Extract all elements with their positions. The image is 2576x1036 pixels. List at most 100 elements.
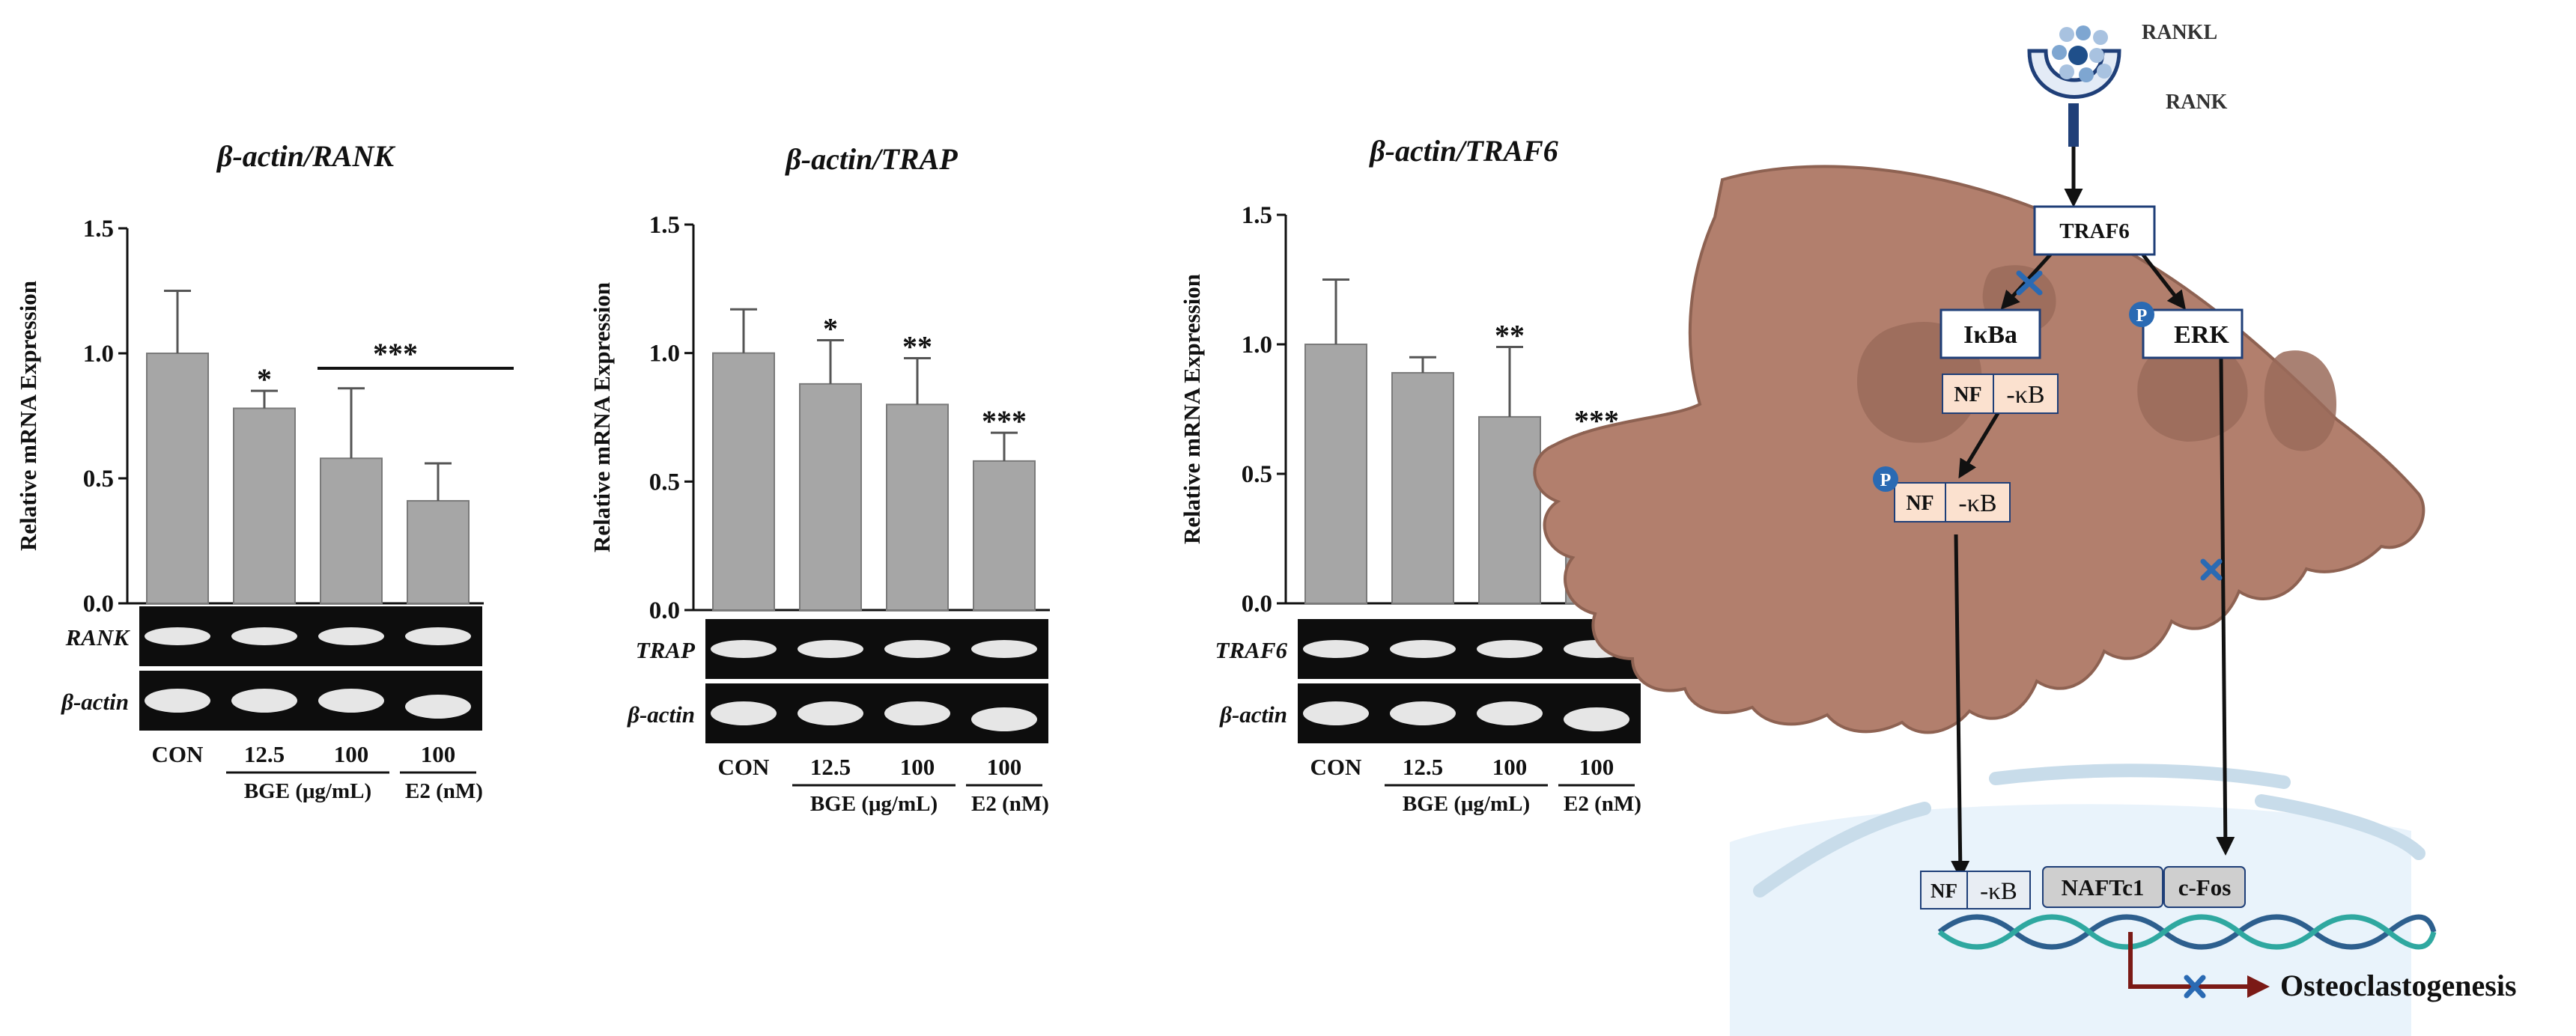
gel-band (1564, 707, 1629, 731)
nf-box (1942, 374, 1994, 414)
x-tick-label: 100 (1492, 754, 1528, 780)
group-label: E2 (nM) (1564, 792, 1641, 816)
group-label: E2 (nM) (405, 779, 483, 803)
rankl-label: RANKL (2142, 21, 2217, 44)
dna-strand (1937, 914, 2437, 950)
arrow-traf6-erk (2140, 252, 2187, 310)
bar (146, 353, 209, 604)
x-tick-label: 12.5 (244, 741, 285, 767)
phospho-label: P (2136, 306, 2148, 326)
y-axis-label: Relative mRNA Expression (1179, 274, 1205, 544)
y-axis-label: Relative mRNA Expression (15, 281, 41, 551)
nf-label: NF (1954, 383, 1981, 406)
gel-band (1303, 701, 1369, 725)
x-tick-label: 100 (987, 754, 1022, 780)
rank-label: RANK (2166, 91, 2228, 114)
x-tick-label: 100 (900, 754, 935, 780)
gel-band (231, 627, 297, 645)
significance-marker: ** (1495, 318, 1525, 352)
inhibit-mark-erk (2200, 558, 2223, 581)
inhibit-mark-outcome (2184, 975, 2206, 999)
y-tick-label: 0.5 (649, 469, 680, 496)
gel-band (318, 627, 384, 645)
gel-band (318, 689, 384, 713)
gel-band (145, 689, 210, 713)
nuclear-membrane (1753, 802, 1931, 898)
gel-band (798, 640, 863, 658)
nf-box (1894, 482, 1946, 522)
gel-label: TRAP (636, 637, 696, 663)
erk-box (2142, 308, 2244, 359)
gel-band (884, 640, 950, 658)
y-tick-label: 0.5 (83, 466, 114, 493)
bar (1304, 344, 1367, 604)
kb-label: -κB (1980, 878, 2017, 905)
group-label: E2 (nM) (971, 792, 1049, 816)
y-axis-label: Relative mRNA Expression (589, 282, 615, 552)
group-label: BGE (μg/mL) (1403, 792, 1530, 816)
nuclear-membrane (2255, 794, 2425, 860)
significance-marker: *** (373, 337, 418, 371)
significance-marker: * (823, 312, 838, 346)
outcome-label: Osteoclastogenesis (2280, 969, 2517, 1002)
rank-receptor (2027, 49, 2121, 99)
gel-band (1303, 640, 1369, 658)
significance-marker: * (257, 362, 272, 396)
ikba-label: IκBa (1963, 321, 2017, 349)
phospho-label: P (1880, 471, 1892, 490)
nf-label: NF (1906, 492, 1933, 515)
kb-label: -κB (2006, 381, 2044, 409)
gel-band (884, 701, 950, 725)
kb-label: -κB (1958, 490, 1996, 517)
bar (1391, 372, 1454, 604)
gel-label: β-actin (627, 701, 695, 728)
osteoclast-cell (1533, 165, 2425, 734)
gel-label: RANK (65, 624, 131, 650)
kb-box (1966, 871, 2031, 909)
y-tick-label: 1.0 (83, 341, 114, 368)
bar (233, 407, 296, 604)
gel-band (1477, 701, 1543, 725)
significance-marker: ** (902, 330, 932, 364)
erk-label: ERK (2174, 321, 2229, 349)
bar (712, 352, 775, 611)
gel-band (1477, 640, 1543, 658)
gel-band (145, 627, 210, 645)
y-tick-label: 1.5 (649, 212, 680, 239)
bar (973, 460, 1036, 611)
bar (886, 403, 949, 611)
bar (320, 457, 383, 605)
traf6-label: TRAF6 (2059, 219, 2129, 243)
group-label: BGE (μg/mL) (244, 779, 371, 803)
cfos-box (2163, 866, 2246, 908)
cell-nucleus-shape (2264, 350, 2336, 451)
x-tick-label: 12.5 (1403, 754, 1443, 780)
gel-band (971, 707, 1037, 731)
chart-title: β-actin/TRAP (784, 142, 958, 176)
gel-label: β-actin (61, 689, 129, 715)
x-tick-label: 100 (334, 741, 369, 767)
rankl-ligand (2052, 25, 2112, 82)
rank-receptor-stem (2068, 103, 2079, 147)
x-tick-label: 100 (1579, 754, 1614, 780)
kb-box (1945, 482, 2011, 522)
arrow-nfkb-phospho (1958, 412, 2000, 479)
gel-band (971, 640, 1037, 658)
gel-band (231, 689, 297, 713)
gel-band (1390, 640, 1456, 658)
x-tick-label: CON (152, 741, 204, 767)
x-tick-label: CON (1310, 754, 1362, 780)
nuclear-membrane (1989, 764, 2291, 789)
cfos-label: c-Fos (2178, 874, 2232, 901)
x-tick-label: 12.5 (810, 754, 851, 780)
phospho-icon (2129, 302, 2154, 327)
gel-label: β-actin (1219, 701, 1287, 728)
naftc1-box (2042, 866, 2163, 908)
gel-band (405, 627, 471, 645)
inhibit-mark-ikba (2016, 270, 2043, 296)
outcome-arrow (2128, 932, 2270, 998)
